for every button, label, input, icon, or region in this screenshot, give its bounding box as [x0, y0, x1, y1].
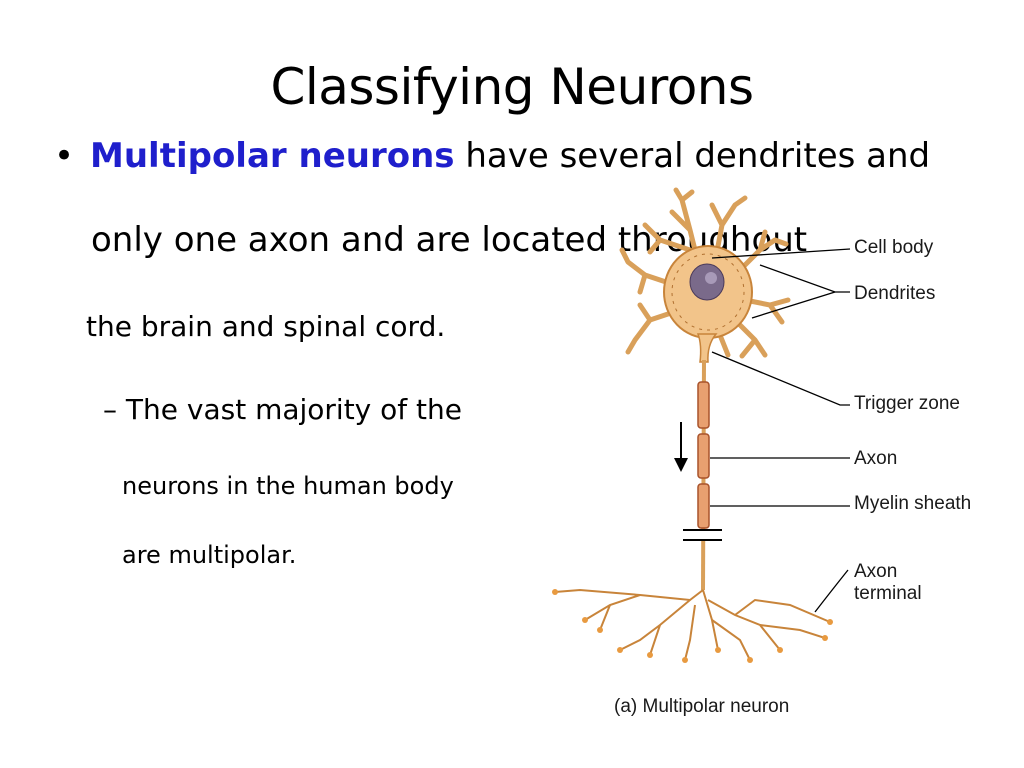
diagram-caption: (a) Multipolar neuron [614, 696, 790, 717]
leader-lines [710, 248, 851, 613]
myelin-segments [697, 381, 710, 529]
slide-title: Classifying Neurons [270, 58, 754, 116]
label-myelin-sheath: Myelin sheath [854, 493, 972, 514]
bullet-line-3: the brain and spinal cord. [86, 310, 446, 343]
sub-bullet-line-2: neurons in the human body [122, 472, 454, 500]
cell-body-texture [671, 253, 745, 331]
label-dendrites: Dendrites [854, 283, 936, 304]
label-axon: Axon [854, 448, 898, 469]
label-cell-body: Cell body [854, 237, 934, 258]
axon-hillock [696, 333, 718, 363]
axon-break-gap [690, 531, 716, 539]
neuron-diagram [552, 187, 851, 663]
bullet-line-1: • Multipolar neurons have several dendrit… [54, 136, 930, 176]
axon-terminals [554, 588, 831, 661]
terminal-knobs [552, 589, 833, 663]
nucleolus-shape [705, 272, 717, 284]
bullet-line-1-rest: have several dendrites and [454, 136, 931, 176]
label-trigger-zone: Trigger zone [854, 393, 960, 414]
direction-arrow-head [674, 458, 688, 472]
label-axon-terminal: Axon terminal [854, 561, 922, 604]
bullet-symbol: • [54, 136, 75, 176]
sub-bullet-line-1: – The vast majority of the [103, 393, 462, 426]
sub-bullet-line-3: are multipolar. [122, 541, 297, 569]
bullet-highlight: Multipolar neurons [90, 136, 455, 176]
